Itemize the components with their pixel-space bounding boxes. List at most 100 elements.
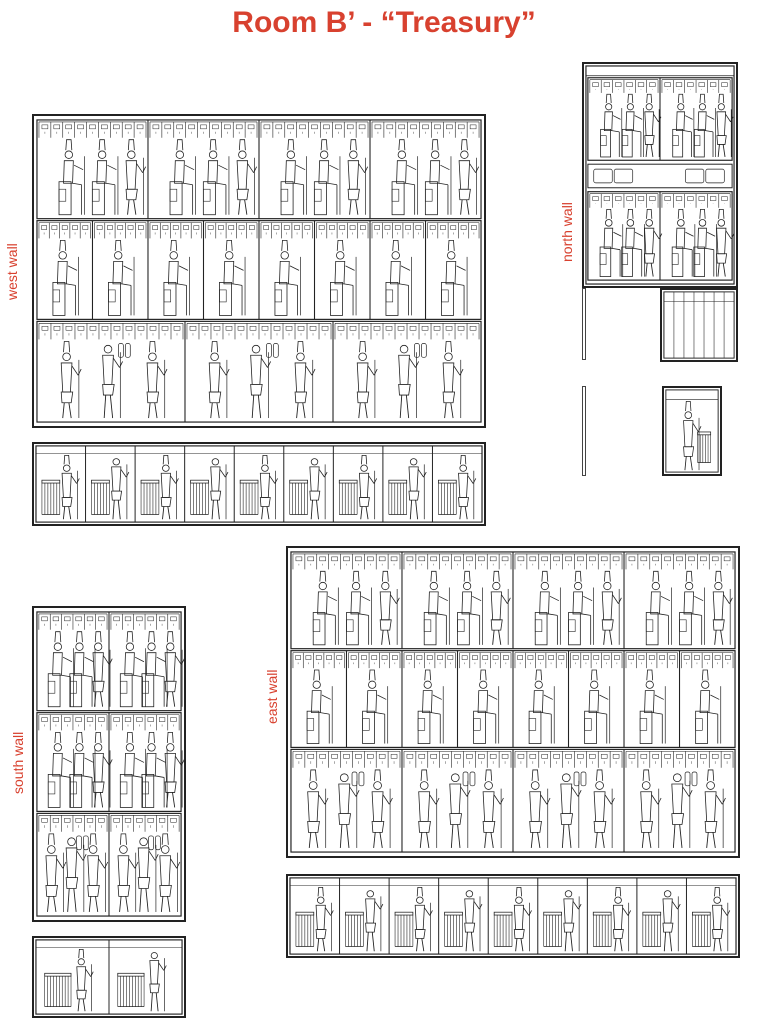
text-columns [38, 613, 108, 630]
text-columns [110, 815, 180, 832]
cartouche [148, 835, 161, 851]
standing-figure [513, 887, 532, 952]
west-wall-label: west wall [4, 243, 20, 300]
standing-figure [61, 455, 80, 520]
offering-table [44, 972, 72, 1008]
offering-table [438, 479, 457, 515]
offering-table [117, 972, 145, 1008]
standing-figure [309, 458, 328, 520]
standing-figure [236, 139, 258, 215]
standing-figure [644, 93, 662, 158]
south-wall-drawing [36, 611, 184, 917]
standing-figure [87, 833, 109, 913]
standing-figure [149, 952, 167, 1012]
standing-figure [612, 887, 632, 952]
text-columns [403, 751, 512, 768]
standing-figure [408, 458, 427, 520]
seated-figure [417, 669, 444, 744]
standing-figure [563, 890, 582, 952]
standing-figure [365, 890, 384, 952]
standing-figure [398, 344, 420, 419]
seated-figure [385, 240, 412, 316]
seated-figure [52, 240, 79, 316]
cartouche [573, 771, 587, 787]
text-columns [205, 222, 258, 239]
standing-figure [160, 455, 179, 520]
seated-figure [671, 208, 696, 277]
standing-figure [716, 208, 735, 277]
seated-figure [163, 240, 190, 316]
seated-figure [639, 669, 666, 744]
text-columns [38, 714, 108, 731]
seated-figure [119, 631, 146, 708]
standing-figure [250, 344, 271, 419]
text-columns [38, 323, 184, 340]
cartouche [76, 835, 89, 851]
seated-figure [58, 139, 85, 216]
seated-figure [441, 240, 468, 316]
east-wall-label: east wall [264, 669, 280, 724]
offering-table [444, 911, 463, 947]
text-columns [570, 652, 623, 669]
standing-figure [529, 769, 551, 849]
seated-figure [312, 570, 339, 646]
standing-figure [76, 949, 94, 1012]
seated-figure [119, 732, 146, 808]
cartouche [414, 343, 427, 358]
offering-table [388, 479, 408, 515]
standing-figure [662, 890, 681, 952]
standing-figure [458, 455, 477, 520]
north-wall-relief [582, 62, 738, 288]
seated-figure [274, 240, 301, 316]
seated-figure [219, 240, 246, 316]
text-columns [589, 193, 659, 208]
standing-figure [442, 341, 464, 419]
seated-figure [141, 631, 168, 708]
text-columns [260, 121, 369, 138]
standing-figure [92, 631, 113, 707]
standing-figure [464, 890, 483, 952]
seated-figure [568, 570, 594, 646]
east-wall-drawing [290, 551, 736, 853]
standing-figure [159, 833, 181, 913]
cartouche [351, 771, 365, 787]
standing-figure [315, 887, 334, 952]
text-columns [589, 79, 659, 93]
seated-figure [69, 732, 96, 808]
text-columns [681, 652, 734, 669]
standing-figure [164, 631, 184, 707]
standing-figure [111, 458, 130, 520]
seated-figure [672, 93, 695, 158]
standing-figure [137, 837, 159, 912]
north-wall-label: north wall [559, 202, 575, 262]
standing-figure [356, 341, 378, 419]
standing-figure [125, 139, 147, 215]
east-wall-relief [286, 546, 740, 858]
south-wall-frieze [32, 936, 186, 1018]
north-wall-drawing [585, 65, 735, 285]
standing-figure [358, 455, 378, 520]
north-wall-lower-frieze [660, 288, 738, 362]
seated-figure [693, 208, 717, 277]
seated-figure [473, 669, 500, 744]
offering-table [140, 479, 160, 515]
text-columns [348, 652, 401, 669]
seated-figure [621, 208, 645, 277]
seated-figure [695, 669, 722, 744]
text-columns [292, 652, 345, 669]
text-columns [625, 652, 678, 669]
standing-figure [146, 341, 168, 419]
north-wall-left-strip [582, 288, 586, 360]
cartouche [266, 343, 279, 358]
standing-figure [683, 400, 702, 471]
text-columns [334, 323, 480, 340]
standing-figure [92, 732, 113, 808]
offering-table [642, 911, 662, 947]
north-doorway-drawing [665, 389, 719, 473]
seated-figure [534, 570, 561, 646]
seated-figure [280, 139, 308, 216]
standing-figure [644, 208, 663, 277]
standing-figure [117, 833, 139, 913]
offering-table [692, 911, 711, 947]
standing-figure [712, 570, 733, 645]
